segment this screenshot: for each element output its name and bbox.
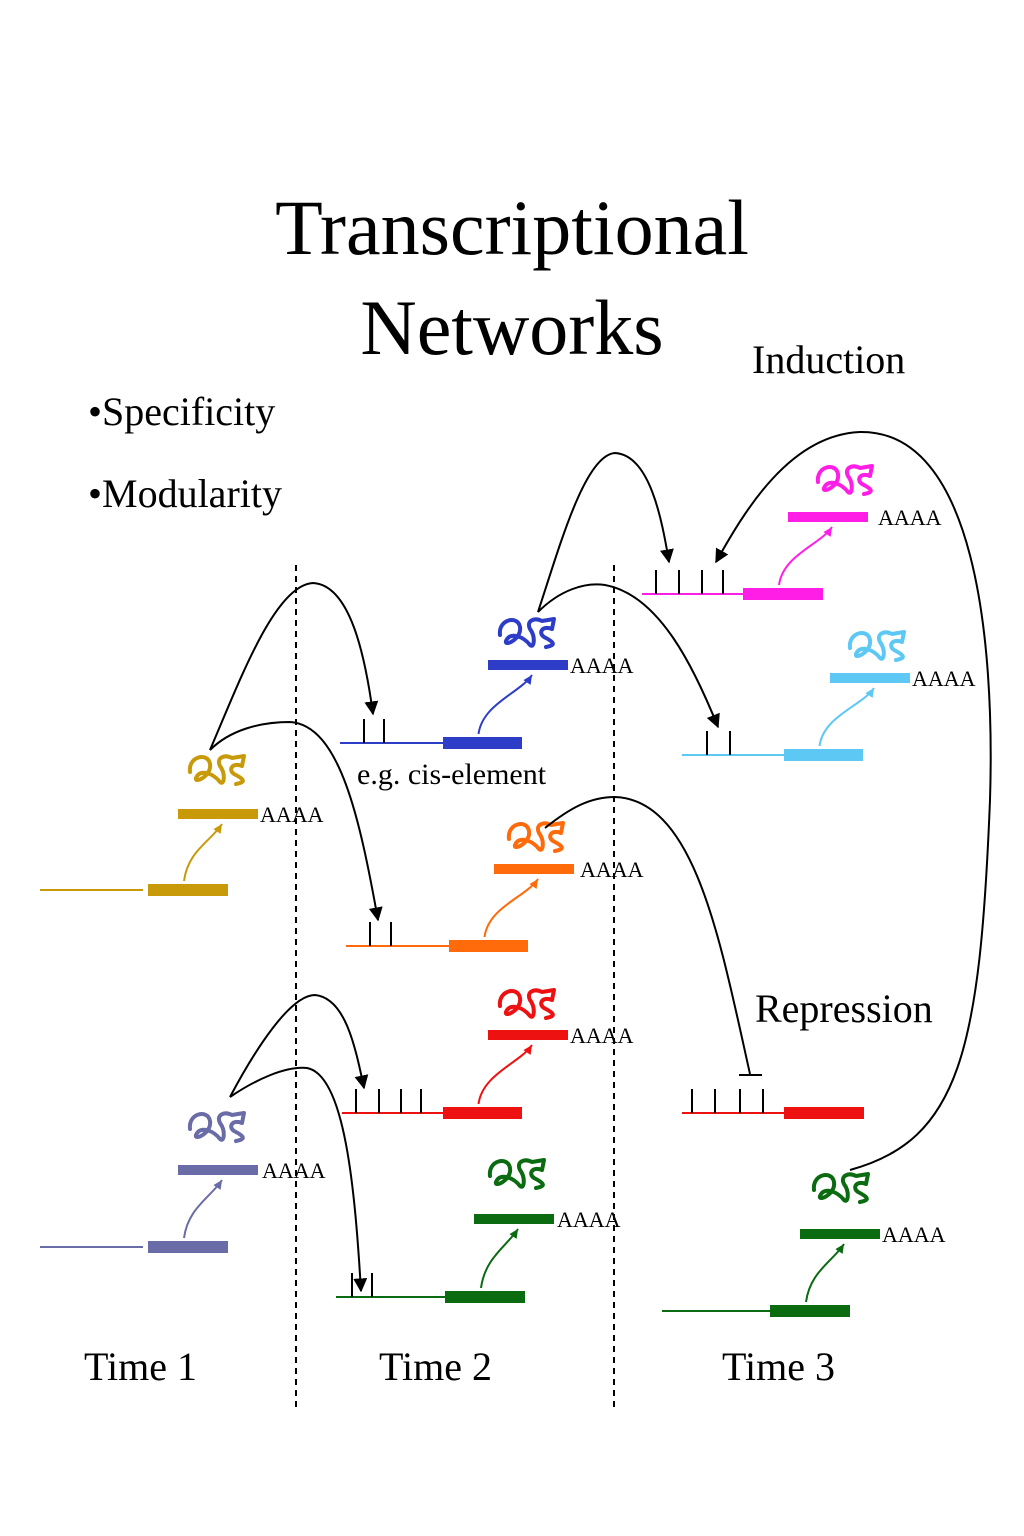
polya-label: AAAA (570, 1023, 634, 1048)
title-line-2: Networks (360, 284, 664, 371)
time-label-3: Time 3 (722, 1344, 836, 1389)
protein-squiggle-icon (187, 754, 246, 786)
protein-squiggle-icon (497, 617, 556, 649)
genes-layer: AAAA AAAA AAAA AAAA AAAA AAAA AAAA AAAA AAAA (40, 464, 976, 1317)
mrna-bar (494, 864, 574, 874)
arrow-head (823, 527, 832, 537)
page-title: Transcriptional Networks (0, 178, 1024, 378)
gene-bar (443, 1107, 522, 1119)
mrna-bar (178, 1165, 258, 1175)
gene-red3 (682, 1089, 864, 1119)
polya-label: AAAA (557, 1207, 621, 1232)
title-line-1: Transcriptional (275, 184, 749, 271)
induction-arrow-gold-to-orange (209, 720, 383, 922)
mrna-bar (488, 1030, 568, 1040)
activation-arrow-icon (183, 823, 223, 882)
activation-arrow-icon (477, 674, 533, 735)
bullet-modularity: •Modularity (88, 471, 282, 516)
gene-bar (743, 588, 823, 600)
mrna-bar (788, 512, 868, 522)
activation-arrow-icon (778, 526, 833, 586)
gene-slate: AAAA (40, 1111, 326, 1253)
induction-arrow-blue-to-magenta (537, 451, 674, 613)
polya-label: AAAA (260, 802, 324, 827)
time-label-1: Time 1 (84, 1344, 198, 1389)
induction-arrow-gold-to-blue (209, 581, 379, 751)
activation-arrow-icon (805, 1243, 845, 1303)
protein-squiggle-icon (506, 821, 565, 853)
arrow-head (835, 1244, 844, 1254)
polya-label: AAAA (912, 666, 976, 691)
repression-label: Repression (755, 986, 933, 1031)
polya-label: AAAA (878, 505, 942, 530)
mrna-bar (474, 1214, 554, 1224)
gene-bar (445, 1291, 525, 1303)
cis-element-label: e.g. cis-element (357, 758, 547, 791)
gene-orange: AAAA (346, 821, 644, 952)
arrow-head (865, 688, 874, 698)
gene-bar (449, 940, 528, 952)
induction-arrow-slate-to-green (229, 1066, 368, 1293)
gene-bar (443, 737, 522, 749)
bullet-specificity: •Specificity (88, 389, 276, 434)
arrow-head (509, 1229, 518, 1239)
protein-squiggle-icon (811, 1172, 870, 1204)
activation-arrow-icon (483, 878, 539, 938)
polya-label: AAAA (262, 1158, 326, 1183)
arrow-head (523, 675, 532, 685)
gene-green3: AAAA (662, 1172, 946, 1317)
polya-label: AAAA (882, 1222, 946, 1247)
protein-squiggle-icon (487, 1158, 546, 1190)
polya-label: AAAA (570, 653, 634, 678)
gene-bar (784, 1107, 864, 1119)
gene-cyan: AAAA (682, 630, 976, 761)
induction-arrow-slate-to-red (229, 993, 369, 1098)
time-label-2: Time 2 (379, 1344, 493, 1389)
activation-arrow-icon (818, 687, 875, 747)
polya-label: AAAA (580, 857, 644, 882)
gene-green2: AAAA (336, 1158, 621, 1303)
protein-squiggle-icon (497, 988, 556, 1020)
activation-arrow-icon (480, 1228, 519, 1289)
mrna-bar (830, 673, 910, 683)
gene-red2: AAAA (342, 988, 634, 1119)
gene-bar (784, 749, 863, 761)
gene-bar (148, 1241, 228, 1253)
mrna-bar (800, 1229, 880, 1239)
gene-gold: AAAA (40, 754, 324, 896)
induction-label: Induction (752, 337, 906, 382)
protein-squiggle-icon (847, 630, 906, 662)
edges-layer (209, 430, 992, 1293)
repression-line-orange-to-red (544, 795, 751, 1075)
arrow-head (529, 879, 538, 889)
activation-arrow-icon (477, 1044, 533, 1105)
induction-arrow-blue-to-cyan (537, 583, 720, 729)
activation-arrow-icon (183, 1179, 223, 1239)
gene-bar (770, 1305, 850, 1317)
mrna-bar (488, 660, 568, 670)
gene-blue: AAAA (340, 617, 634, 749)
induction-arrow-green-feedback-to-magenta (715, 430, 992, 1171)
arrow-head (213, 824, 222, 834)
gene-magenta: AAAA (642, 464, 942, 600)
protein-squiggle-icon (187, 1111, 246, 1143)
protein-squiggle-icon (815, 464, 874, 496)
arrow-head (523, 1045, 532, 1055)
mrna-bar (178, 809, 258, 819)
gene-bar (148, 884, 228, 896)
arrow-head (213, 1180, 222, 1190)
